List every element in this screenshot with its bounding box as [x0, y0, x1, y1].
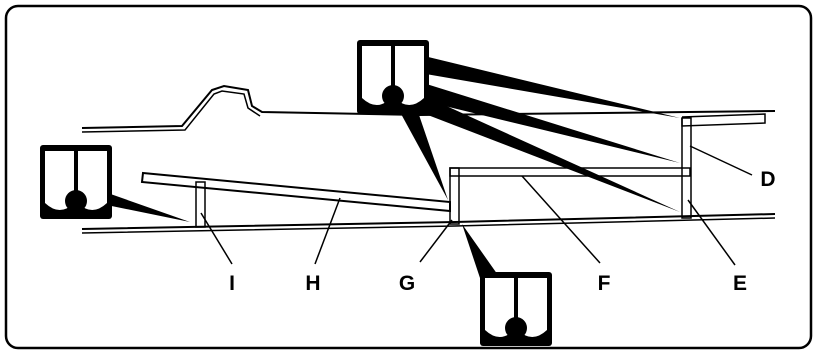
pointer-wedge-bottom: [462, 224, 500, 278]
pointer-wedge-top-1: [420, 55, 680, 118]
leader-g: [419, 219, 453, 263]
ab-icon-top: A B: [357, 40, 429, 114]
pointer-wedge-top-2: [420, 82, 680, 163]
leader-d: [689, 145, 753, 176]
part-i-post: [195, 181, 206, 228]
svg-text:B: B: [523, 281, 542, 311]
lower-body-line: [81, 213, 776, 230]
pointer-wedge-top-down: [400, 112, 448, 200]
ab-icon-left: A B: [40, 145, 112, 219]
svg-text:B: B: [400, 49, 419, 79]
label-e: E: [733, 272, 747, 295]
label-d: D: [760, 168, 775, 191]
label-f: F: [598, 272, 611, 295]
part-d-top-plate: [681, 113, 766, 127]
part-e-post: [681, 117, 692, 219]
svg-text:B: B: [83, 154, 102, 184]
pointer-wedge-top-3: [420, 94, 680, 212]
leader-i: [200, 212, 233, 265]
diagram-frame: [4, 4, 813, 350]
svg-text:A: A: [50, 154, 69, 184]
leader-f: [521, 175, 601, 264]
label-h: H: [305, 272, 320, 295]
leader-e: [687, 199, 736, 266]
svg-text:A: A: [367, 49, 386, 79]
svg-text:A: A: [490, 281, 509, 311]
leader-h: [314, 197, 341, 265]
label-i: I: [229, 272, 235, 295]
label-g: G: [399, 272, 415, 295]
upper-body-line-inner: [81, 90, 261, 133]
ab-icon-bottom: A B: [480, 272, 552, 346]
upper-body-line: [81, 84, 776, 129]
lower-body-line-inner: [81, 217, 776, 234]
